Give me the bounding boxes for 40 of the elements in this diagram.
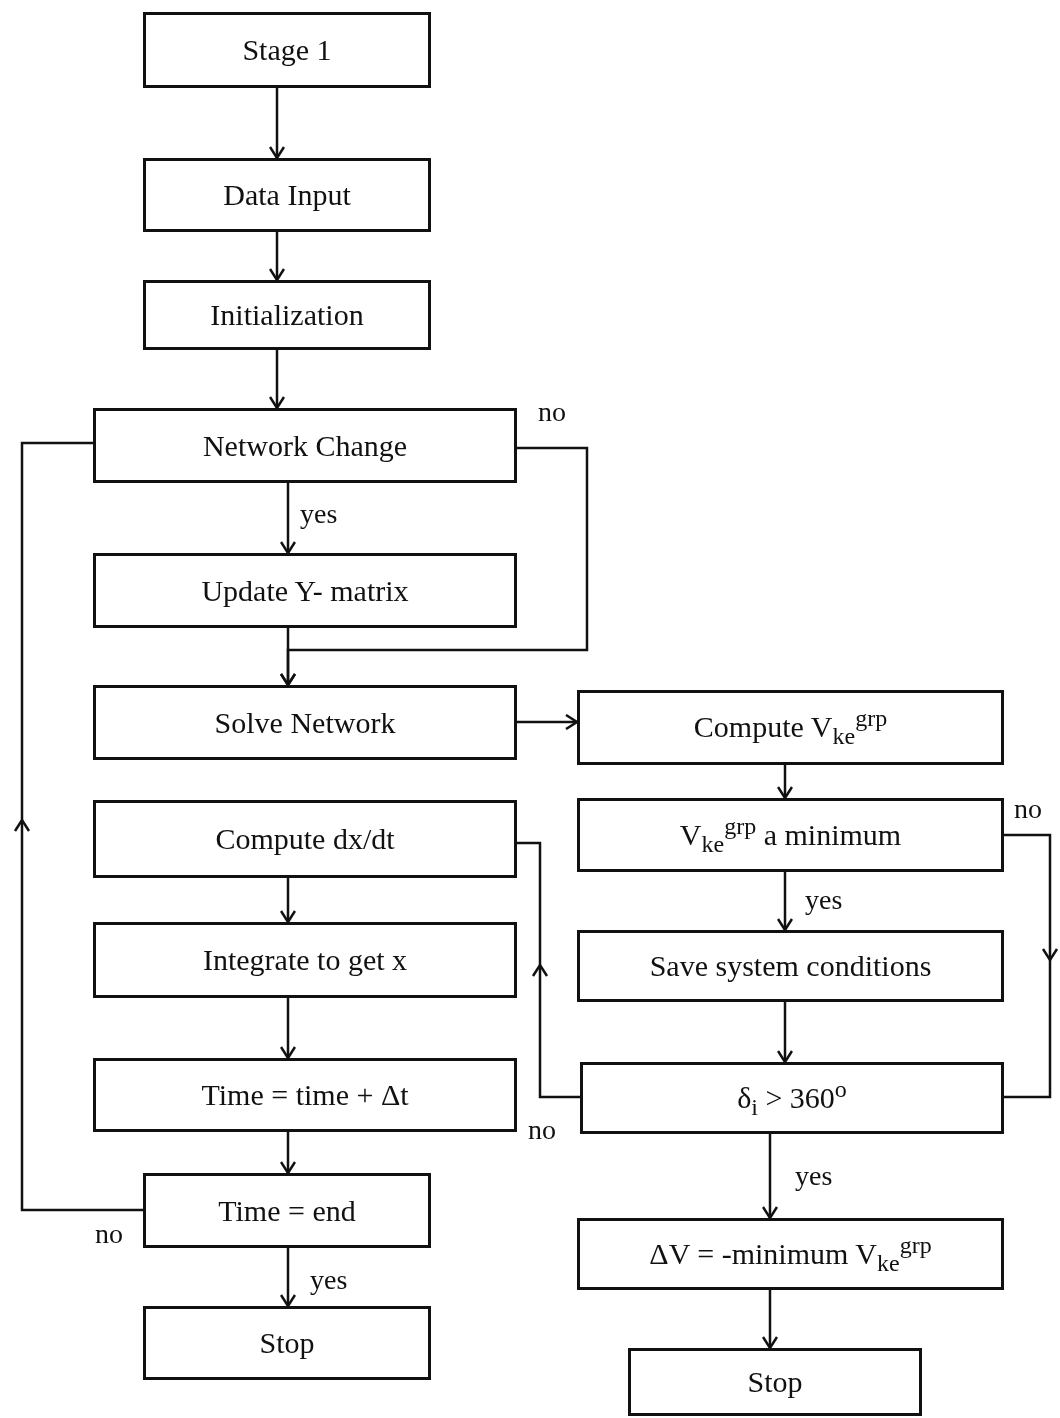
process-box (143, 280, 431, 350)
process-box (143, 1173, 431, 1248)
edge-label: no (528, 1116, 556, 1144)
step-text: Update Y- matrix (201, 573, 409, 608)
edge-label: no (538, 398, 566, 426)
process-box (577, 930, 1004, 1002)
process-box (143, 158, 431, 232)
step-text: Compute dx/dt (215, 822, 395, 856)
process-box (143, 12, 431, 88)
step-text: Network Change (202, 428, 408, 463)
edge-label: yes (310, 1266, 348, 1294)
step-text: V$_{ke}$$^{grp}$ a minimum (679, 812, 902, 858)
process-box (143, 1306, 431, 1380)
step-text: δ$_{i}$ > 360$^{o}$ (737, 1075, 847, 1121)
process-box (577, 1218, 1004, 1290)
process-box (93, 685, 517, 760)
process-box (577, 690, 1004, 765)
step-text: Stage 1 (242, 33, 332, 67)
step-text: Time = end (218, 1193, 356, 1228)
process-box (93, 553, 517, 628)
step-text: Stop (259, 1326, 315, 1360)
process-box (93, 1058, 517, 1132)
step-text: Save system conditions (649, 949, 932, 983)
edge-label: yes (805, 886, 843, 914)
edge-label: yes (300, 500, 338, 528)
process-box (93, 922, 517, 998)
process-box (93, 408, 517, 483)
edge-label: yes (795, 1162, 833, 1190)
process-box (628, 1348, 922, 1416)
step-text: Time = time + Δt (201, 1078, 409, 1112)
edge-label: no (1014, 795, 1042, 823)
edge-label: no (95, 1220, 123, 1248)
step-text: Integrate to get x (202, 943, 408, 977)
process-box (577, 798, 1004, 872)
step-text: Data Input (223, 178, 351, 212)
step-text: Initialization (210, 298, 364, 332)
step-text: Solve Network (214, 705, 396, 740)
process-box (93, 800, 517, 878)
step-text: Stop (747, 1365, 803, 1399)
process-box (580, 1062, 1004, 1134)
